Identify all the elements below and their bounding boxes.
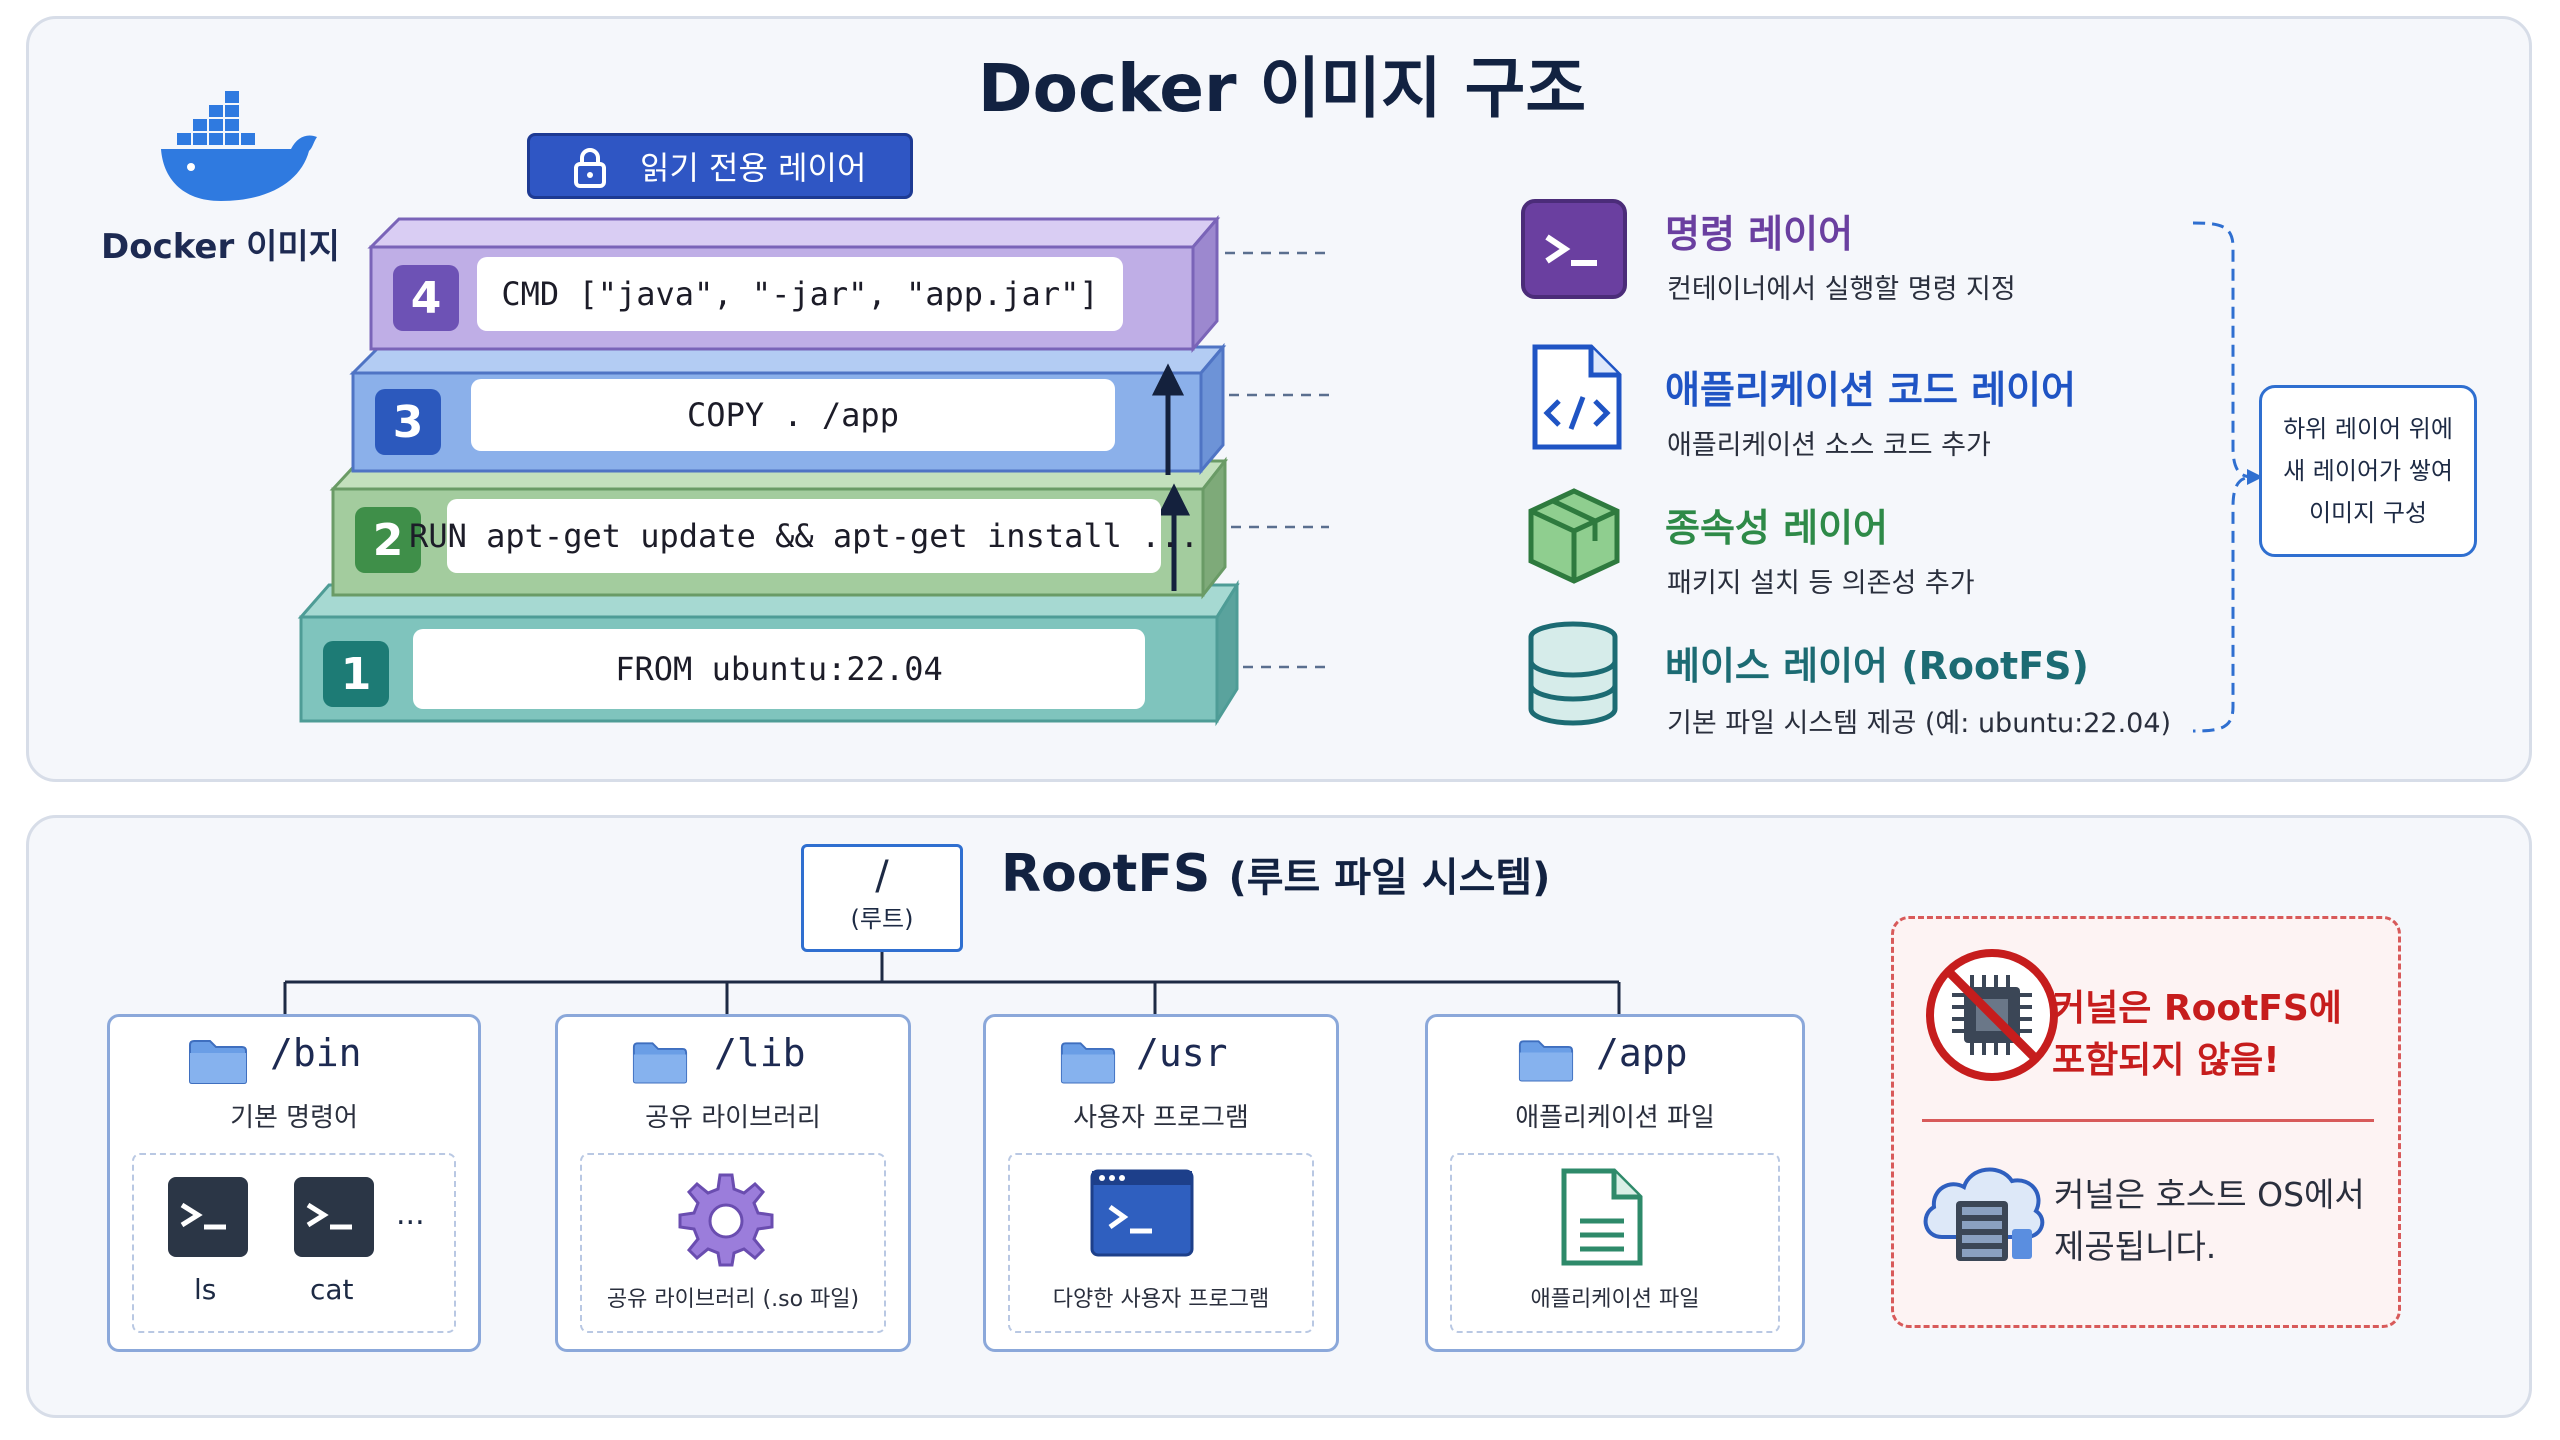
summary-line-1: 하위 레이어 위에 xyxy=(2283,415,2453,443)
dir-bin: /bin 기본 명령어 ... ls cat xyxy=(107,1014,481,1352)
page-title: Docker 이미지 구조 xyxy=(977,50,1587,127)
layer-1-number: 1 xyxy=(323,641,389,707)
legend-bracket xyxy=(2192,221,2263,733)
kernel-note-line-1: 커널은 호스트 OS에서 xyxy=(2054,1175,2365,1214)
rootfs-panel: / (루트) RootFS (루트 파일 시스템) /bin 기본 명령어 ..… xyxy=(26,815,2532,1418)
terminal-icon xyxy=(294,1177,374,1257)
dir-desc: 애플리케이션 파일 xyxy=(1515,1103,1715,1133)
dir-name: /bin xyxy=(270,1031,362,1075)
folder-icon xyxy=(1518,1040,1574,1082)
readonly-badge-label: 읽기 전용 레이어 xyxy=(640,149,867,187)
lock-icon xyxy=(574,148,606,188)
dir-contents: 애플리케이션 파일 xyxy=(1450,1153,1780,1333)
layer-1-command: FROM ubuntu:22.04 xyxy=(413,629,1145,709)
root-node: / (루트) xyxy=(801,844,963,952)
kernel-warning-line-2: 포함되지 않음! xyxy=(2052,1040,2280,1081)
legend-title-command: 명령 레이어 xyxy=(1665,212,1854,256)
layer-2-number: 2 xyxy=(355,507,421,573)
summary-line-3: 이미지 구성 xyxy=(2308,499,2427,527)
terminal-icon xyxy=(1521,199,1627,299)
legend-desc-command: 컨테이너에서 실행할 명령 지정 xyxy=(1667,274,2016,305)
legend-desc-app-code: 애플리케이션 소스 코드 추가 xyxy=(1667,430,1991,461)
dir-caption: 공유 라이브러리 (.so 파일) xyxy=(606,1287,860,1312)
layer-3-command: COPY . /app xyxy=(471,379,1115,451)
image-structure-panel: Docker 이미지 구조 Docker 이미지 읽기 전용 레이어 xyxy=(26,16,2532,782)
no-chip-icon xyxy=(1926,949,2058,1081)
kernel-warning-line-1: 커널은 RootFS에 xyxy=(2052,988,2342,1029)
dir-name: /lib xyxy=(714,1031,806,1075)
dir-desc: 공유 라이브러리 xyxy=(645,1103,821,1133)
folder-icon xyxy=(189,1040,247,1084)
rootfs-title-sub: (루트 파일 시스템) xyxy=(1228,855,1551,901)
terminal-window-icon xyxy=(1090,1169,1194,1257)
legend-title-app-code: 애플리케이션 코드 레이어 xyxy=(1665,368,2077,412)
legend-title-dependency: 종속성 레이어 xyxy=(1665,506,1888,550)
dir-contents: 공유 라이브러리 (.so 파일) xyxy=(580,1153,886,1333)
layer-3-number: 3 xyxy=(375,389,441,455)
dir-app: /app 애플리케이션 파일 애플리케이션 파일 xyxy=(1425,1014,1805,1352)
divider xyxy=(1922,1119,2374,1122)
docker-image-label: Docker 이미지 xyxy=(101,227,340,267)
layer-4-command: CMD ["java", "-jar", "app.jar"] xyxy=(477,257,1123,331)
bin-item-ls: ls xyxy=(194,1273,217,1306)
dir-name: /app xyxy=(1596,1031,1688,1075)
legend-title-base: 베이스 레이어 (RootFS) xyxy=(1665,644,2089,688)
dir-contents: 다양한 사용자 프로그램 xyxy=(1008,1153,1314,1333)
dir-usr: /usr 사용자 프로그램 다양한 사용자 프로그램 xyxy=(983,1014,1339,1352)
cloud-server-icon xyxy=(1923,1167,2045,1261)
terminal-icon xyxy=(168,1177,248,1257)
summary-line-2: 새 레이어가 쌓여 xyxy=(2283,457,2453,485)
stack-up-arrows xyxy=(1151,363,1191,591)
database-icon xyxy=(1528,621,1618,726)
folder-icon xyxy=(632,1042,688,1084)
summary-box: 하위 레이어 위에 새 레이어가 쌓여 이미지 구성 xyxy=(2259,385,2477,557)
dir-caption: 다양한 사용자 프로그램 xyxy=(1052,1287,1270,1312)
readonly-badge: 읽기 전용 레이어 xyxy=(527,133,913,199)
root-label: (루트) xyxy=(850,905,914,933)
folder-icon xyxy=(1060,1042,1116,1084)
kernel-warning: 커널은 RootFS에 포함되지 않음! xyxy=(2052,983,2342,1087)
more-indicator: ... xyxy=(396,1197,425,1232)
kernel-note: 커널은 RootFS에 포함되지 않음! 커널은 호스트 OS에서 제공됩니다. xyxy=(1891,916,2401,1328)
tree-connectors xyxy=(283,952,1621,1014)
dir-contents: ... ls cat xyxy=(132,1153,456,1333)
kernel-note-text: 커널은 호스트 OS에서 제공됩니다. xyxy=(2054,1169,2365,1273)
legend-desc-base: 기본 파일 시스템 제공 (예: ubuntu:22.04) xyxy=(1667,708,2172,739)
document-icon xyxy=(1561,1168,1643,1266)
rootfs-title: RootFS (루트 파일 시스템) xyxy=(1001,844,1550,904)
gear-icon xyxy=(678,1173,774,1267)
layer-4-number: 4 xyxy=(393,265,459,331)
package-icon xyxy=(1528,488,1620,584)
dir-desc: 사용자 프로그램 xyxy=(1073,1103,1249,1133)
dir-name: /usr xyxy=(1136,1031,1228,1075)
docker-whale-icon xyxy=(161,91,317,201)
legend-desc-dependency: 패키지 설치 등 의존성 추가 xyxy=(1667,568,1975,599)
layer-2-command: RUN apt-get update && apt-get install ..… xyxy=(409,499,1199,573)
dir-desc: 기본 명령어 xyxy=(230,1103,358,1133)
root-symbol: / xyxy=(875,853,889,899)
kernel-note-line-2: 제공됩니다. xyxy=(2054,1227,2217,1266)
rootfs-title-main: RootFS xyxy=(1001,844,1211,904)
code-file-icon xyxy=(1532,344,1622,450)
dir-caption: 애플리케이션 파일 xyxy=(1530,1287,1700,1312)
bin-item-cat: cat xyxy=(310,1273,354,1306)
dir-lib: /lib 공유 라이브러리 공유 라이브러리 (.so 파일) xyxy=(555,1014,911,1352)
